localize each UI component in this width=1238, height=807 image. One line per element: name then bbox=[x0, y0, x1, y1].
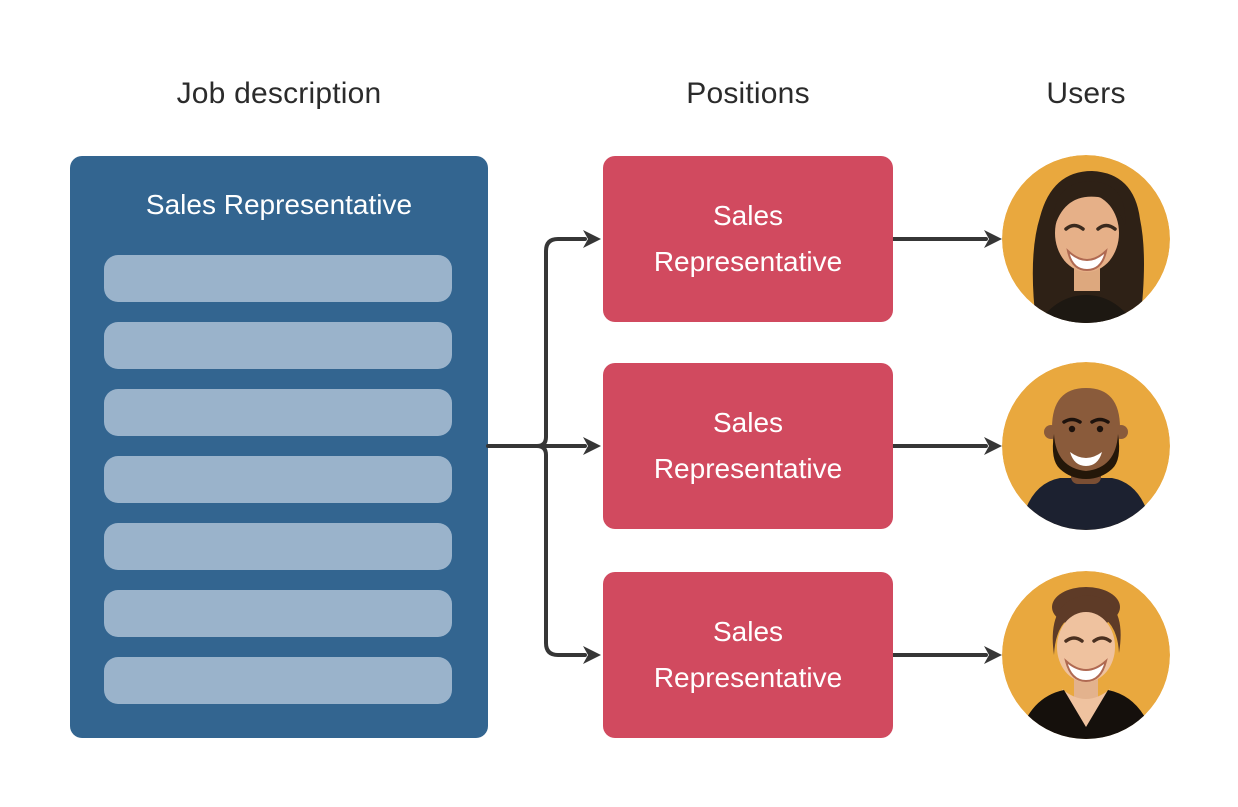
job-description-card: Sales Representative bbox=[70, 156, 488, 738]
avatar-photo-bald-man-beard bbox=[1002, 362, 1170, 530]
placeholder-text-bar bbox=[104, 456, 452, 503]
arrowhead-user-3 bbox=[984, 646, 1002, 664]
user-avatar-1 bbox=[1002, 155, 1170, 323]
job-card-title: Sales Representative bbox=[145, 189, 413, 220]
placeholder-text-bar bbox=[104, 255, 452, 302]
user-avatar-3 bbox=[1002, 571, 1170, 739]
column-header-positions: Positions bbox=[686, 77, 810, 110]
arrowhead-position-1 bbox=[583, 230, 601, 248]
position-box-2: Sales Representative bbox=[603, 363, 893, 529]
arrowhead-position-3 bbox=[583, 646, 601, 664]
column-header-job-description: Job description bbox=[176, 77, 382, 110]
position-box-2-label: Sales Representative bbox=[653, 407, 843, 484]
job-card-bars bbox=[104, 255, 452, 704]
column-header-users: Users bbox=[1046, 77, 1126, 110]
arrowhead-position-2 bbox=[583, 437, 601, 455]
placeholder-text-bar bbox=[104, 389, 452, 436]
placeholder-text-bar bbox=[104, 657, 452, 704]
position-box-3: Sales Representative bbox=[603, 572, 893, 738]
arrowhead-user-1 bbox=[984, 230, 1002, 248]
placeholder-text-bar bbox=[104, 590, 452, 637]
avatar-photo-woman-updo bbox=[1002, 571, 1170, 739]
connector-branch-top bbox=[535, 237, 587, 448]
connector-branch-bottom bbox=[535, 444, 587, 657]
position-box-3-label: Sales Representative bbox=[653, 616, 843, 693]
position-box-1: Sales Representative bbox=[603, 156, 893, 322]
position-box-1-label: Sales Representative bbox=[653, 200, 843, 277]
placeholder-text-bar bbox=[104, 322, 452, 369]
arrowhead-user-2 bbox=[984, 437, 1002, 455]
placeholder-text-bar bbox=[104, 523, 452, 570]
avatar-photo-woman-long-hair bbox=[1002, 155, 1170, 323]
user-avatar-2 bbox=[1002, 362, 1170, 530]
